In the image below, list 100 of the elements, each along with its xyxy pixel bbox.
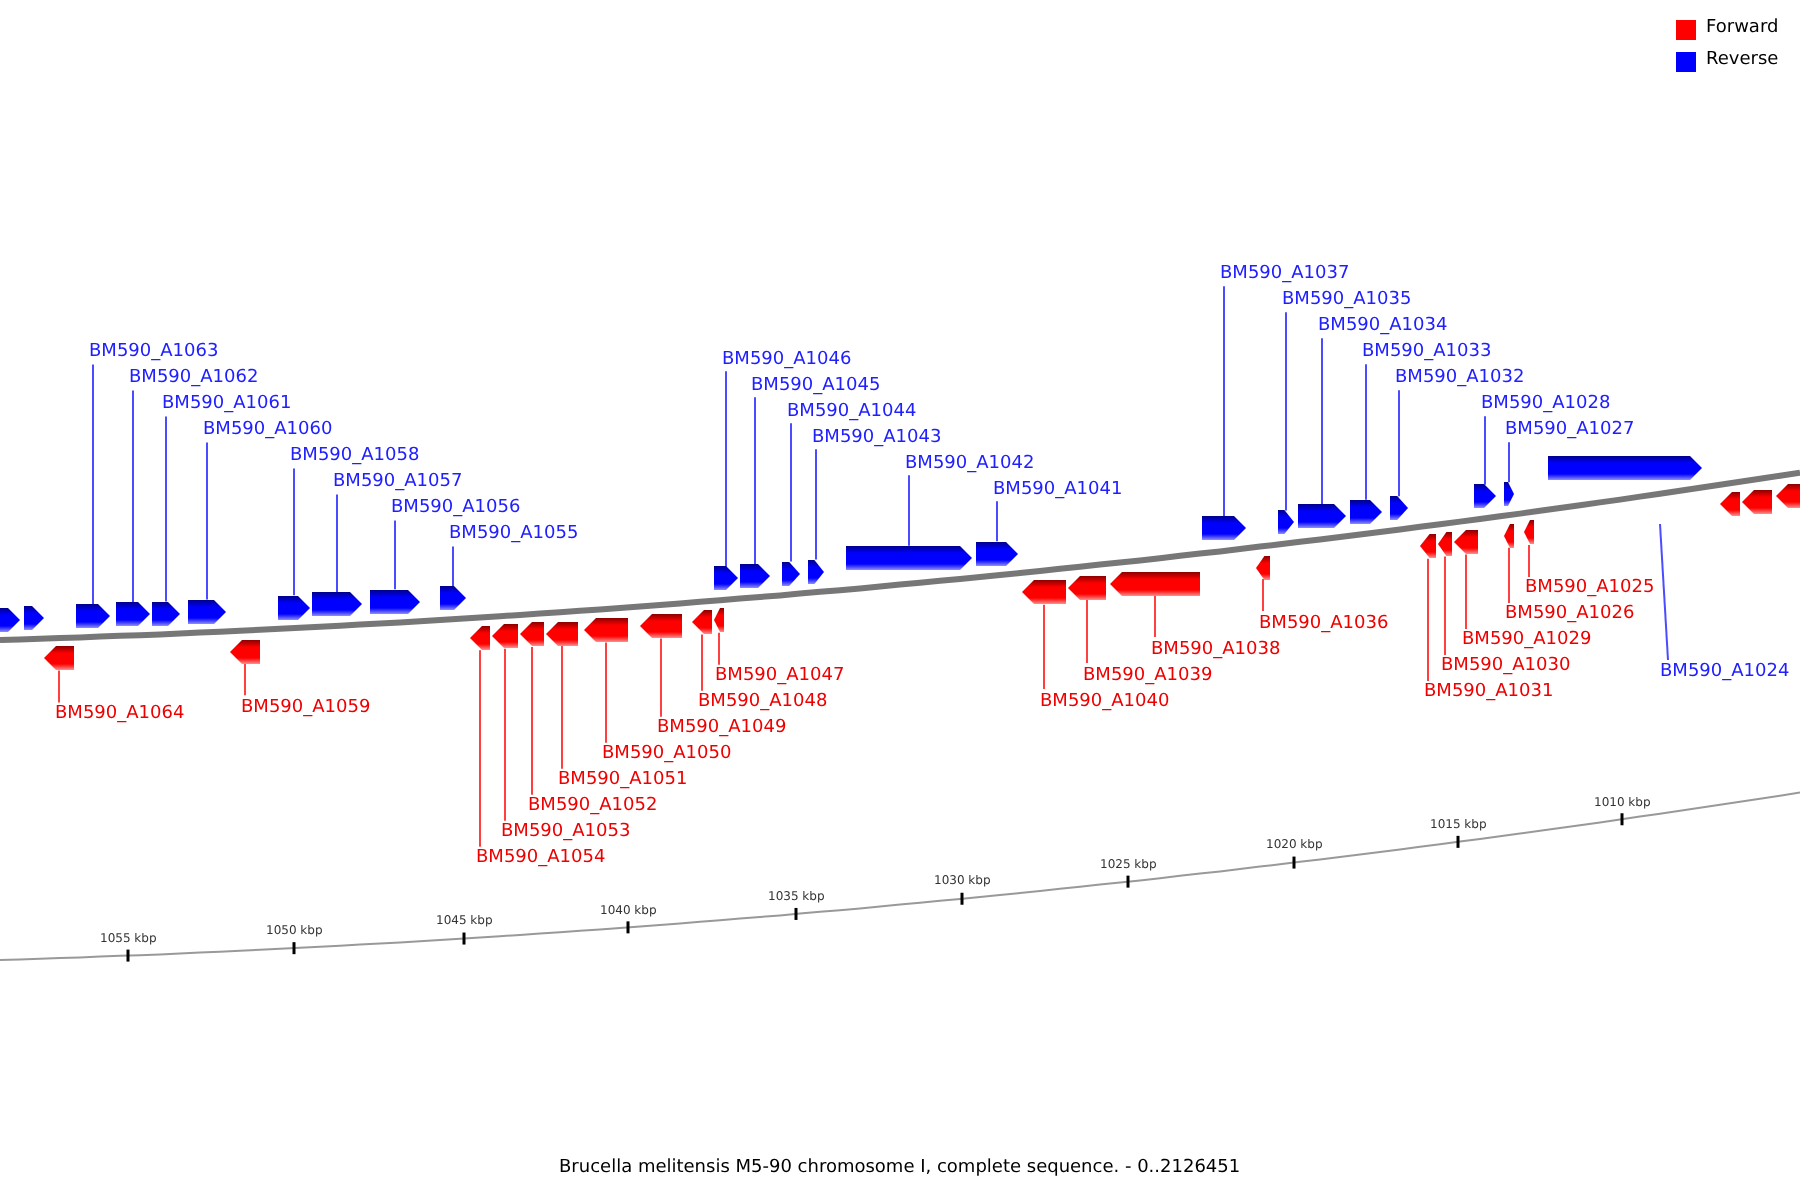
gene-label: BM590_A1056 bbox=[391, 496, 521, 521]
gene-block bbox=[1390, 496, 1408, 521]
gene-block bbox=[188, 599, 226, 624]
gene-label: BM590_A1050 bbox=[602, 742, 732, 767]
gene-label: BM590_A1060 bbox=[203, 418, 333, 443]
gene-block bbox=[470, 626, 490, 651]
leader-line bbox=[206, 441, 208, 601]
gene-label: BM590_A1030 bbox=[1441, 654, 1571, 679]
gene-block bbox=[1202, 516, 1246, 541]
leader-line bbox=[1321, 337, 1323, 506]
gene-block bbox=[1474, 484, 1496, 509]
gene-label: BM590_A1029 bbox=[1462, 628, 1592, 653]
leader-line bbox=[293, 467, 295, 597]
leader-line bbox=[92, 363, 94, 606]
leader-line bbox=[452, 545, 454, 588]
leader-line bbox=[1508, 441, 1510, 484]
gene-label: BM590_A1062 bbox=[129, 366, 259, 391]
leader-line bbox=[790, 422, 792, 563]
gene-block bbox=[808, 559, 824, 584]
leader-line bbox=[1528, 544, 1530, 578]
gene-block bbox=[1298, 504, 1346, 529]
leader-line bbox=[1154, 594, 1156, 639]
legend-label: Forward bbox=[1706, 16, 1779, 42]
gene-block bbox=[1438, 532, 1452, 557]
leader-line bbox=[132, 389, 134, 604]
legend-label: Reverse bbox=[1706, 48, 1779, 74]
leader-line bbox=[754, 396, 756, 566]
leader-line bbox=[1086, 599, 1088, 665]
leader-line bbox=[531, 645, 533, 796]
gene-block bbox=[1420, 534, 1436, 559]
gene-label: BM590_A1033 bbox=[1362, 340, 1492, 365]
gene-block bbox=[976, 541, 1018, 566]
leader-line bbox=[1508, 546, 1510, 604]
gene-block bbox=[1022, 580, 1066, 605]
gene-block bbox=[1504, 482, 1514, 507]
gene-block bbox=[152, 601, 180, 626]
gene-label: BM590_A1054 bbox=[476, 846, 606, 871]
gene-block bbox=[312, 592, 362, 617]
gene-block bbox=[1548, 455, 1702, 480]
gene-block bbox=[1720, 492, 1740, 517]
gene-label: BM590_A1063 bbox=[89, 340, 219, 365]
gene-label: BM590_A1041 bbox=[993, 477, 1123, 502]
gene-label: BM590_A1051 bbox=[558, 768, 688, 793]
gene-block bbox=[278, 595, 310, 620]
gene-label: BM590_A1026 bbox=[1505, 602, 1635, 627]
gene-label: BM590_A1034 bbox=[1318, 314, 1448, 339]
gene-block bbox=[370, 589, 420, 614]
gene-block bbox=[640, 614, 682, 639]
gene-block bbox=[782, 561, 800, 586]
leader-line bbox=[1659, 523, 1669, 661]
leader-line bbox=[718, 631, 720, 666]
gene-label: BM590_A1048 bbox=[698, 690, 828, 715]
leader-line bbox=[1465, 553, 1467, 630]
leader-line bbox=[1043, 603, 1045, 691]
gene-label: BM590_A1043 bbox=[812, 425, 942, 450]
gene-label: BM590_A1032 bbox=[1395, 366, 1525, 391]
leader-line bbox=[244, 662, 246, 697]
gene-label: BM590_A1027 bbox=[1505, 418, 1635, 443]
leader-line bbox=[561, 644, 563, 770]
leader-line bbox=[1444, 555, 1446, 656]
gene-label: BM590_A1024 bbox=[1660, 660, 1790, 684]
leader-line bbox=[605, 641, 607, 744]
leader-line bbox=[58, 669, 60, 704]
gene-label: BM590_A1040 bbox=[1040, 689, 1170, 714]
gene-label: BM590_A1061 bbox=[162, 392, 292, 417]
gene-label: BM590_A1057 bbox=[333, 470, 463, 495]
gene-block bbox=[492, 624, 518, 649]
leader-line bbox=[1223, 285, 1225, 518]
leader-line bbox=[815, 448, 817, 561]
leader-line bbox=[1365, 363, 1367, 501]
gene-block bbox=[1776, 484, 1800, 509]
gene-block bbox=[44, 646, 74, 671]
gene-block bbox=[76, 604, 110, 629]
leader-line bbox=[996, 500, 998, 543]
gene-label: BM590_A1039 bbox=[1083, 663, 1213, 688]
gene-block bbox=[1068, 576, 1106, 601]
gene-block bbox=[1278, 510, 1294, 535]
gene-label: BM590_A1059 bbox=[241, 695, 371, 720]
leader-line bbox=[165, 415, 167, 603]
gene-label: BM590_A1053 bbox=[501, 820, 631, 845]
caption: Brucella melitensis M5-90 chromosome I, complete sequence. - 0..2126451 bbox=[559, 1156, 1241, 1180]
gene-label: BM590_A1037 bbox=[1220, 262, 1350, 287]
gene-block bbox=[1256, 555, 1270, 580]
gene-label: BM590_A1058 bbox=[290, 444, 420, 469]
gene-label: BM590_A1052 bbox=[528, 794, 658, 819]
gene-label: BM590_A1047 bbox=[715, 664, 845, 689]
gene-label: BM590_A1064 bbox=[55, 702, 185, 727]
gene-label: BM590_A1045 bbox=[751, 373, 881, 398]
gene-block bbox=[116, 602, 150, 627]
gene-block bbox=[1742, 489, 1772, 514]
gene-block bbox=[520, 622, 544, 647]
gene-block bbox=[1504, 523, 1514, 548]
gene-block bbox=[1454, 530, 1478, 555]
gene-label: BM590_A1035 bbox=[1282, 288, 1412, 313]
gene-block bbox=[1524, 520, 1534, 545]
gene-label: BM590_A1031 bbox=[1424, 680, 1554, 705]
leader-line bbox=[394, 519, 396, 591]
gene-label: BM590_A1055 bbox=[449, 522, 579, 547]
gene-label: BM590_A1049 bbox=[657, 716, 787, 741]
leader-line bbox=[336, 493, 338, 594]
